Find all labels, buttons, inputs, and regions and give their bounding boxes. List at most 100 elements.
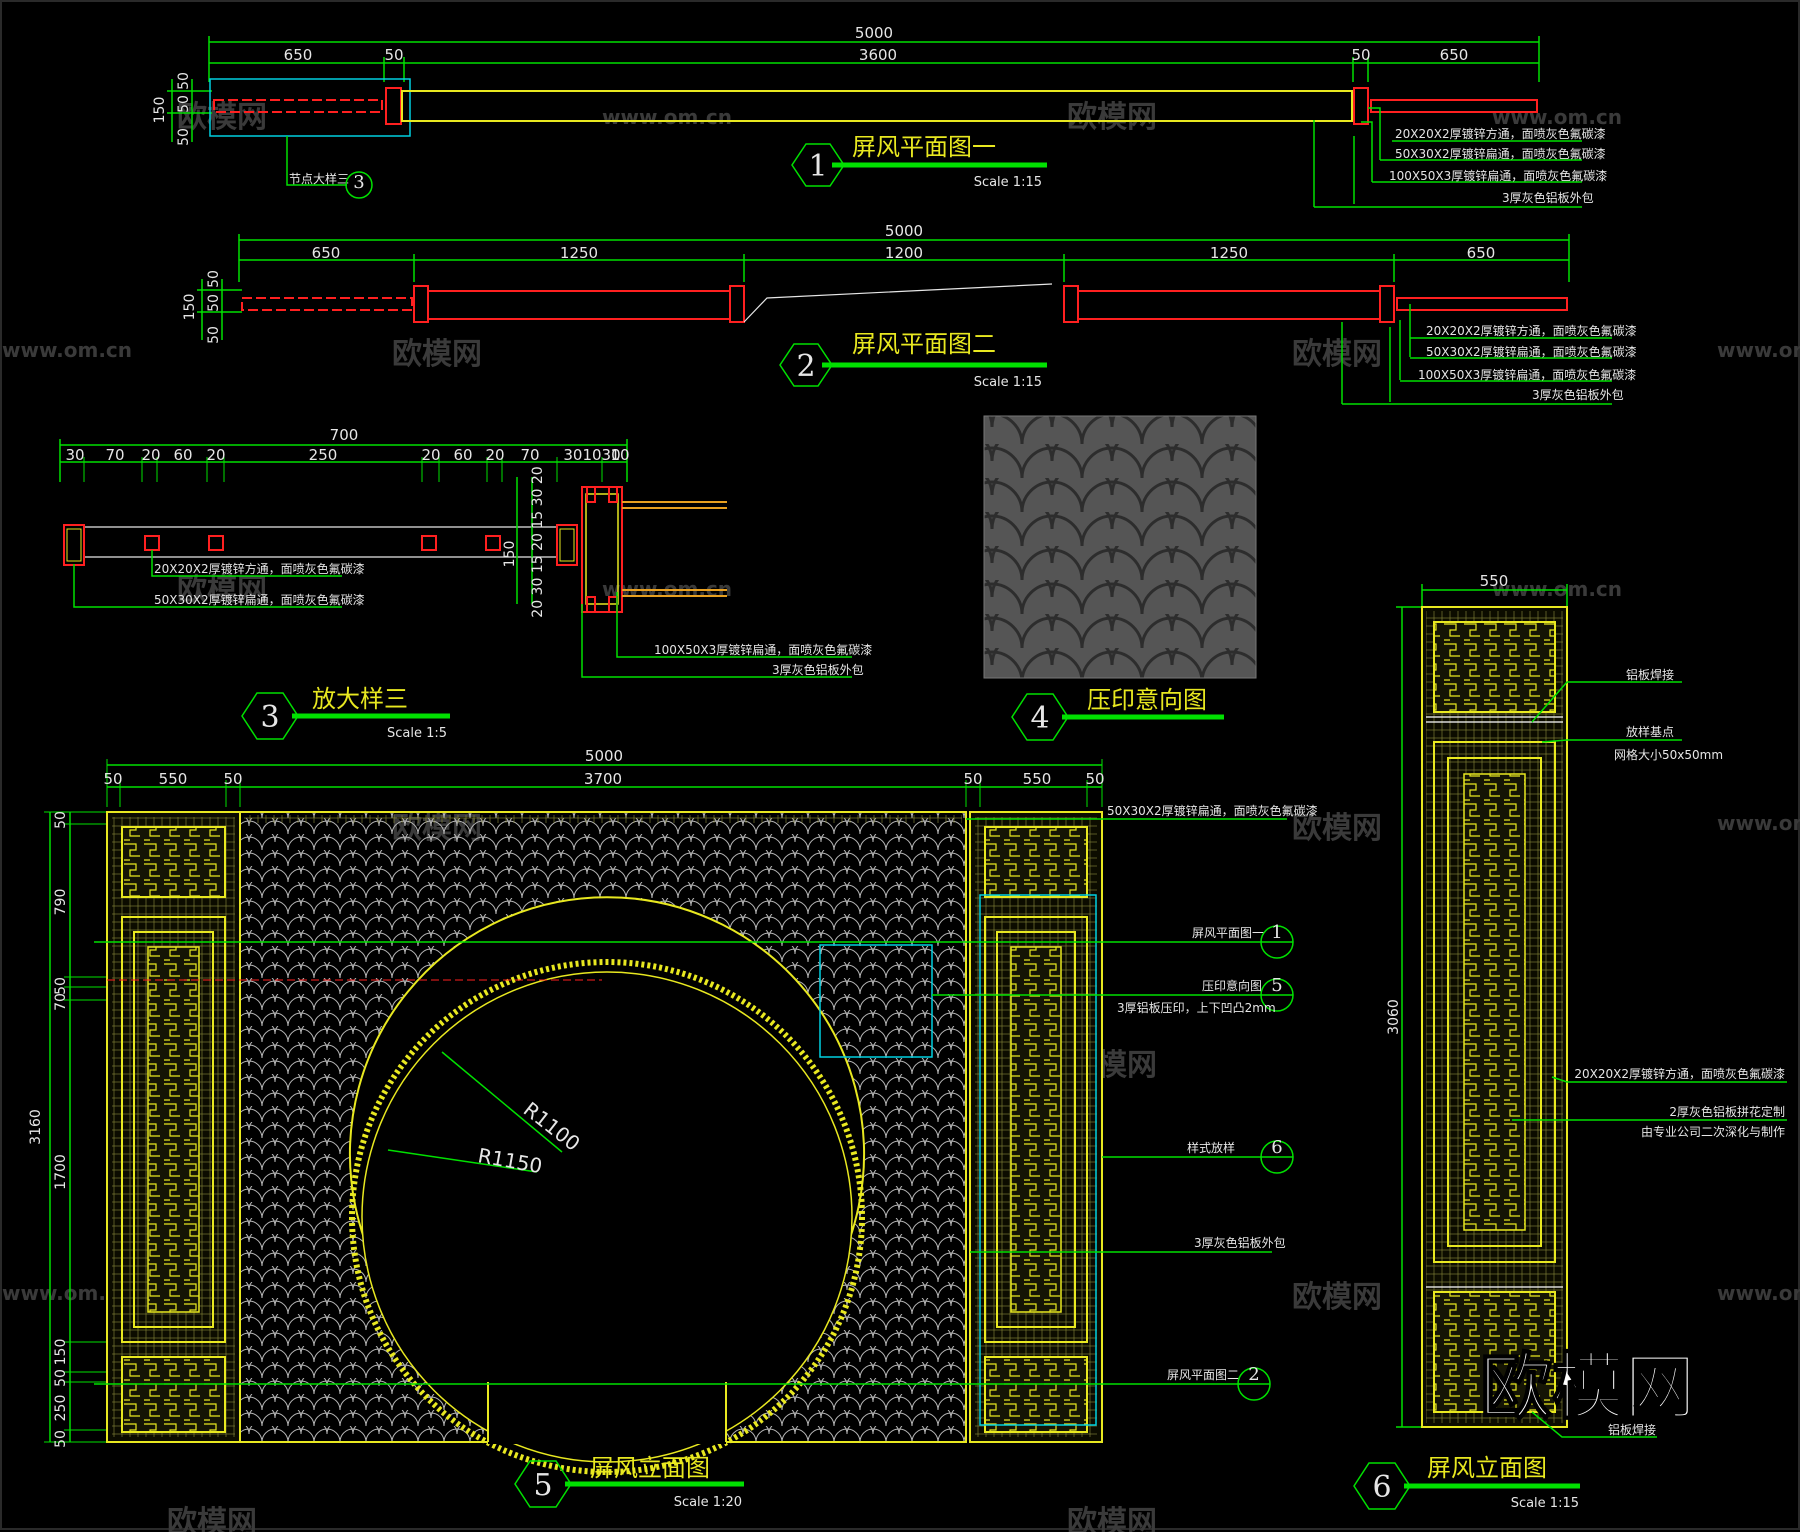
plan2-dim-total: 5000 [885,222,923,240]
watermark-url-6: www.om.cn [1492,577,1622,601]
plan1-title: 屏风平面图一 [852,133,996,161]
detail3-dim-a: 30 [65,446,84,464]
elev5-note-emboss: 3厚铝板压印，上下凹凸2mm [1117,1000,1276,1015]
elev6-note-2: 放样基点 [1626,724,1674,739]
detail-3-section: 700 30 70 20 60 20 250 20 60 20 70 30103… [59,426,872,741]
elev6-scale: Scale 1:15 [1511,1496,1579,1511]
elev5-note-top: 50X30X2厚镀锌扁通，面喷灰色氟碳漆 [1107,804,1318,818]
elev5-dim-b: 550 [159,770,188,788]
elev6-note-5: 2厚灰色铝板拼花定制 [1669,1104,1785,1119]
plan2-title: 屏风平面图二 [852,330,996,358]
elev5-dim-v-e: 1700 [53,1154,69,1190]
plan1-dim-5: 650 [1440,46,1469,64]
detail3-dim-c: 20 [141,446,160,464]
plan2-dim-5: 650 [1467,244,1496,262]
watermark-url-10: www.om.cn [1717,1281,1800,1305]
elev5-note-ref1: 屏风平面图一 [1192,926,1264,940]
elev5-dim-e: 50 [963,770,982,788]
watermark-8: 欧模网 [1292,811,1382,846]
elev5-dim-v-c: 50 [53,977,69,995]
plan1-detail-ref-label: 节点大样三 [289,171,349,186]
elev5-note-ref5: 压印意向图 [1202,978,1262,993]
plan1-dim-total: 5000 [855,24,893,42]
elev5-number: 5 [533,1468,552,1503]
plan2-scale: Scale 1:15 [974,375,1042,390]
detail3-dim-e: 20 [206,446,225,464]
detail3-note-2: 50X30X2厚镀锌扁通，面喷灰色氟碳漆 [154,593,365,607]
plan1-dim-v1: 50 [176,72,192,90]
plan2-dim-1: 650 [312,244,341,262]
detail3-dim-f: 250 [309,446,338,464]
elev5-dim-c: 50 [223,770,242,788]
detail3-note-1: 20X20X2厚镀锌方通，面喷灰色氟碳漆 [154,561,365,576]
elev5-ref2-num: 2 [1248,1364,1259,1385]
plan2-dim-v1: 50 [206,270,222,288]
detail3-dim-d: 60 [173,446,192,464]
plan1-dim-v3: 50 [176,128,192,146]
elevation-6-section: 550 3060 铝板焊接 放样基点 网格大小50x50mm 20X20X2厚镀… [1353,572,1787,1511]
watermark-13: 欧模网 [1067,1505,1157,1532]
right-side-panel [969,811,1103,1443]
elev5-note-clad: 3厚灰色铝板外包 [1194,1235,1286,1250]
plan2-note-1: 20X20X2厚镀锌方通，面喷灰色氟碳漆 [1426,323,1637,338]
detail3-dim-v-parts: 20 30 15 20 15 30 20 [530,466,546,617]
watermark-url-7: www.om.cn [1717,811,1800,835]
elev5-ref6-num: 6 [1271,1137,1282,1158]
plan-1-section: 5000 650 50 3600 50 650 150 50 50 50 节点大… [152,24,1607,208]
plan2-dim-4: 1250 [1210,244,1248,262]
detail3-dim-h: 60 [453,446,472,464]
elev6-dim-h: 3060 [1386,999,1402,1035]
elev5-dim-a: 50 [103,770,122,788]
plan1-note-3: 100X50X3厚镀锌扁通，面喷灰色氟碳漆 [1389,169,1607,183]
plan2-note-3: 100X50X3厚镀锌扁通，面喷灰色氟碳漆 [1418,368,1636,382]
watermark-url-4: www.om.cn [1717,338,1800,362]
plan1-dim-4: 50 [1351,46,1370,64]
elev6-number: 6 [1372,1470,1391,1505]
elev6-dim-w: 550 [1480,572,1509,590]
elev5-dim-v-f: 150 [53,1339,69,1366]
detail3-number: 3 [260,700,279,735]
watermark-5: 欧模网 [177,573,267,608]
detail3-dim-k: 301030 [563,446,620,464]
watermark-url-2: www.om.cn [1492,105,1622,129]
plan2-dim-2: 1250 [560,244,598,262]
detail3-scale: Scale 1:5 [387,726,447,741]
elev5-dim-v-g: 50 [53,1369,69,1387]
elev5-dim-v-a: 50 [53,811,69,829]
watermark-2: 欧模网 [1067,100,1157,135]
plan2-dim-v3: 50 [206,326,222,344]
plan1-number: 1 [808,149,827,184]
plan-2-section: 5000 650 1250 1200 1250 650 150 50 50 50… [182,222,1637,405]
elev6-note-6: 由专业公司二次深化与制作 [1641,1124,1785,1139]
watermark-12: 欧模网 [167,1505,257,1532]
elev5-ref1-num: 1 [1271,922,1282,943]
emboss-zone-marker [819,944,933,1058]
plan1-dim-2: 50 [384,46,403,64]
elev5-note-ref2: 屏风平面图二 [1167,1368,1239,1382]
watermark-url-3: www.om.cn [2,338,132,362]
detail3-dim-total: 700 [330,426,359,444]
detail3-dim-v-total: 150 [502,541,518,568]
elev5-dim-v-b: 790 [53,889,69,916]
watermark-url-1: www.om.cn [602,105,732,129]
plan1-dim-3: 3600 [859,46,897,64]
plan1-dim-v-total: 150 [152,97,168,124]
elevation-5-section: 5000 50 550 50 3700 50 550 50 3160 50 79… [28,747,1318,1510]
plan1-note-2: 50X30X2厚镀锌扁通，面喷灰色氟碳漆 [1395,147,1606,161]
brand-logo: 欧模网 [1480,1345,1696,1429]
plan2-dim-v-total: 150 [182,294,198,321]
elev5-dim-v-h: 250 [53,1395,69,1422]
elev5-title: 屏风立面图 [590,1454,710,1482]
elev5-ref5-num: 5 [1271,975,1282,996]
texture-4-section: 4 压印意向图 [983,415,1257,741]
watermark-3: 欧模网 [392,337,482,372]
plan2-note-4: 3厚灰色铝板外包 [1532,387,1624,402]
elev5-dim-v-total: 3160 [28,1109,44,1145]
detail3-dim-g: 20 [421,446,440,464]
elev5-dim-g: 50 [1085,770,1104,788]
plan1-dim-1: 650 [284,46,313,64]
elev5-dim-v-i: 50 [53,1430,69,1448]
elev5-dim-total: 5000 [585,747,623,765]
detail3-note-3: 100X50X3厚镀锌扁通，面喷灰色氟碳漆 [654,643,872,657]
